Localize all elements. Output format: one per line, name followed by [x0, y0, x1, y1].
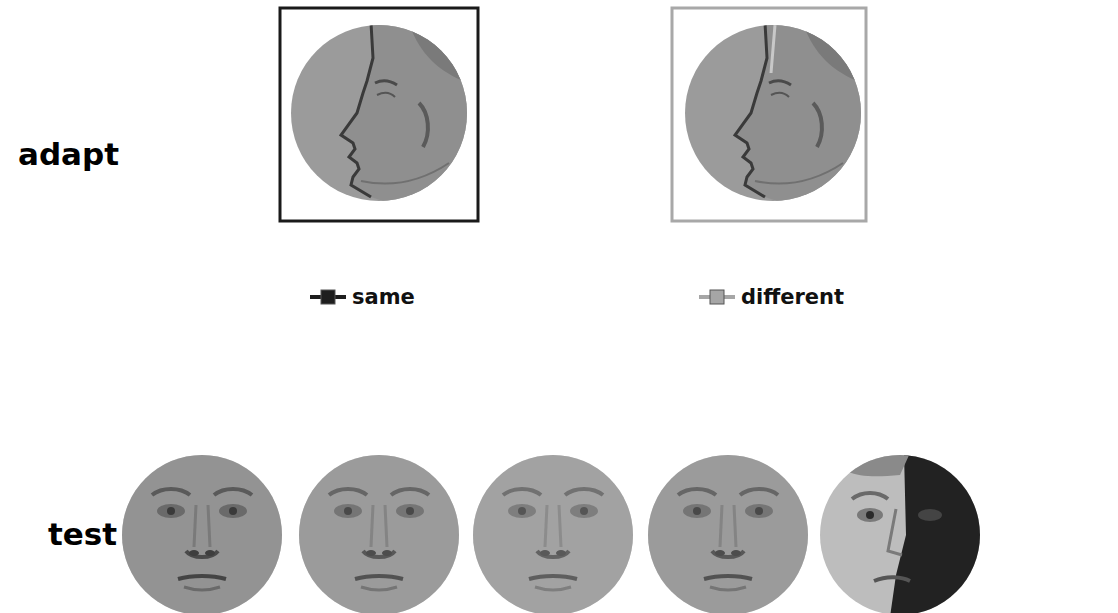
adapt-frame-same — [280, 8, 478, 221]
profile-face — [683, 23, 863, 203]
test-face — [646, 453, 810, 613]
legend-sample — [308, 285, 348, 309]
legend-entry: same — [308, 284, 415, 310]
panel-label: test — [48, 516, 117, 552]
test-face — [471, 453, 635, 613]
test-face — [297, 453, 461, 613]
test-face-photo — [818, 453, 982, 613]
legend-entry: different — [697, 284, 844, 310]
adapt-frame-different — [672, 8, 866, 221]
legend-sample — [697, 285, 737, 309]
profile-face — [289, 23, 469, 203]
legend-text: same — [352, 284, 415, 310]
panel-label: adapt — [18, 136, 119, 172]
test-face — [120, 453, 284, 613]
legend-text: different — [741, 284, 844, 310]
